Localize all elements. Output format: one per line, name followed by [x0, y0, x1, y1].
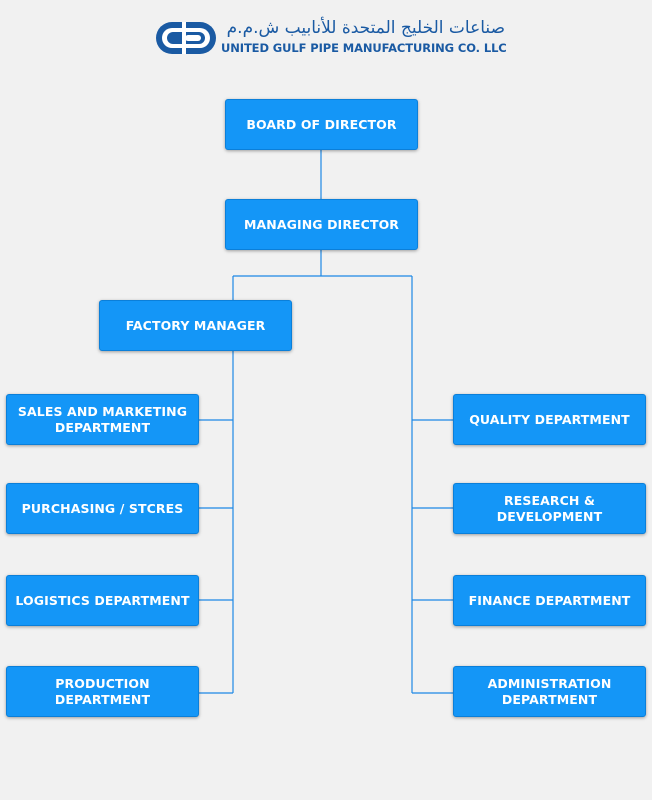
quality-department-box: QUALITY DEPARTMENT — [453, 394, 646, 445]
managing-director-box: MANAGING DIRECTOR — [225, 199, 418, 250]
research-development-box: RESEARCH & DEVELOPMENT — [453, 483, 646, 534]
finance-department-box: FINANCE DEPARTMENT — [453, 575, 646, 626]
sales-marketing-department-box: SALES AND MARKETING DEPARTMENT — [6, 394, 199, 445]
company-logo: صناعات الخليج المتحدة للأنابيب ش.م.م UNI… — [155, 18, 507, 60]
administration-department-box: ADMINISTRATION DEPARTMENT — [453, 666, 646, 717]
company-name-english: UNITED GULF PIPE MANUFACTURING CO. LLC — [221, 41, 507, 55]
purchasing-stores-box: PURCHASING / STCRES — [6, 483, 199, 534]
factory-manager-box: FACTORY MANAGER — [99, 300, 292, 351]
ugpm-logo-icon — [156, 22, 216, 54]
logistics-department-box: LOGISTICS DEPARTMENT — [6, 575, 199, 626]
company-name-arabic: صناعات الخليج المتحدة للأنابيب ش.م.م — [226, 18, 505, 38]
production-department-box: PRODUCTION DEPARTMENT — [6, 666, 199, 717]
board-of-director-box: BOARD OF DIRECTOR — [225, 99, 418, 150]
